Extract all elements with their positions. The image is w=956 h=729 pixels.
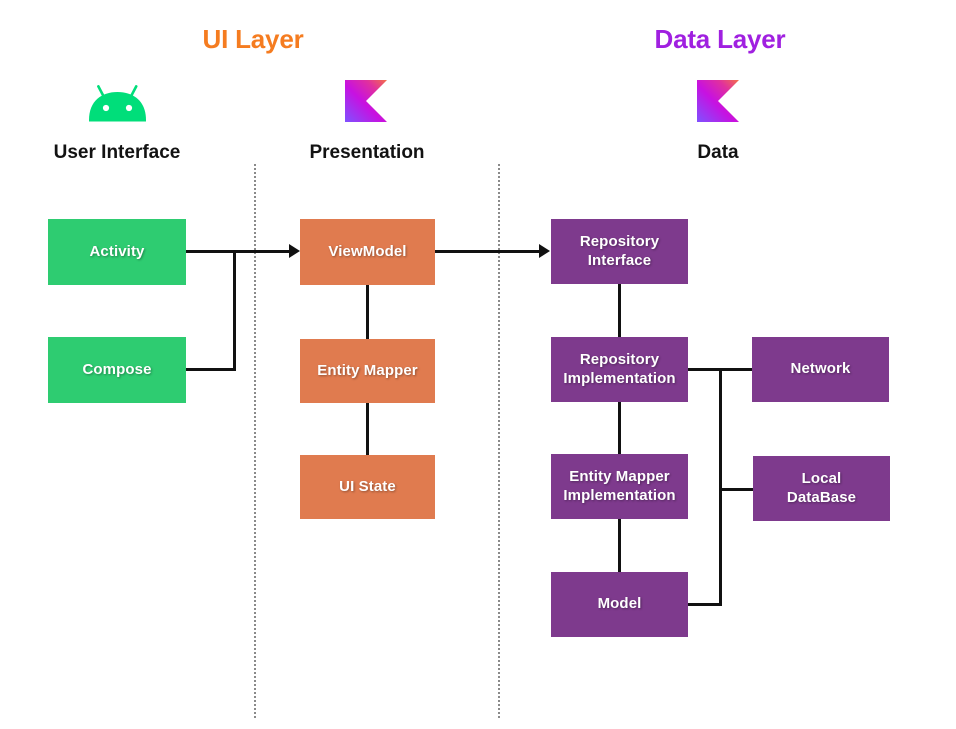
node-model-label: Model bbox=[597, 595, 642, 613]
node-local-database-line2: DataBase bbox=[786, 488, 857, 506]
node-repository-implementation-line2: Implementation bbox=[563, 369, 676, 387]
node-local-database-label: Local DataBase bbox=[787, 470, 856, 508]
node-repository-interface-line2: Interface bbox=[587, 251, 652, 269]
node-ui-state[interactable]: UI State bbox=[300, 455, 435, 519]
column-header-user-interface: User Interface bbox=[53, 142, 181, 163]
divider-presentation-data bbox=[498, 164, 500, 718]
node-compose-label: Compose bbox=[82, 360, 152, 378]
connector-viewmodel-to-repository-interface bbox=[435, 250, 539, 253]
node-compose[interactable]: Compose bbox=[48, 337, 186, 403]
column-header-presentation: Presentation bbox=[309, 142, 425, 163]
node-repository-interface-line1: Repository bbox=[579, 232, 660, 250]
kotlin-icon bbox=[345, 80, 387, 122]
node-repository-interface-label: Repository Interface bbox=[580, 233, 659, 271]
node-entity-mapper-implementation-line1: Entity Mapper bbox=[569, 467, 670, 485]
connector-data-vertical-bus bbox=[719, 368, 722, 606]
node-entity-mapper-label: Entity Mapper bbox=[317, 361, 418, 379]
android-icon bbox=[89, 84, 146, 122]
node-entity-mapper[interactable]: Entity Mapper bbox=[300, 339, 435, 403]
connector-bus-to-local-database bbox=[719, 488, 755, 491]
node-viewmodel-label: ViewModel bbox=[328, 242, 407, 260]
node-ui-state-label: UI State bbox=[339, 477, 396, 495]
node-activity[interactable]: Activity bbox=[48, 219, 186, 285]
node-repository-implementation[interactable]: Repository Implementation bbox=[551, 337, 688, 402]
node-local-database[interactable]: Local DataBase bbox=[753, 456, 890, 521]
node-entity-mapper-implementation-line2: Implementation bbox=[563, 486, 676, 504]
connector-compose-to-bus bbox=[186, 368, 236, 371]
node-network[interactable]: Network bbox=[752, 337, 889, 402]
connector-bus-to-viewmodel bbox=[233, 250, 290, 253]
node-model[interactable]: Model bbox=[551, 572, 688, 637]
node-repository-interface[interactable]: Repository Interface bbox=[551, 219, 688, 284]
data-layer-title: Data Layer bbox=[654, 24, 786, 54]
connector-repository-interface-to-implementation bbox=[618, 284, 621, 337]
connector-entity-mapper-impl-to-model bbox=[618, 519, 621, 572]
connector-entity-mapper-to-ui-state bbox=[366, 401, 369, 457]
divider-ui-presentation bbox=[254, 164, 256, 718]
connector-viewmodel-to-entity-mapper bbox=[366, 283, 369, 340]
arrow-head-to-viewmodel bbox=[289, 244, 300, 258]
node-viewmodel[interactable]: ViewModel bbox=[300, 219, 435, 285]
connector-ui-vertical-bus bbox=[233, 250, 236, 370]
kotlin-icon bbox=[697, 80, 739, 122]
connector-model-to-bus bbox=[686, 603, 722, 606]
arrow-head-to-repository-interface bbox=[539, 244, 550, 258]
node-activity-label: Activity bbox=[89, 242, 145, 260]
node-local-database-line1: Local bbox=[801, 469, 842, 487]
column-header-data: Data bbox=[697, 142, 739, 163]
node-entity-mapper-implementation[interactable]: Entity Mapper Implementation bbox=[551, 454, 688, 519]
connector-activity-to-viewmodel bbox=[186, 250, 236, 253]
node-entity-mapper-implementation-label: Entity Mapper Implementation bbox=[563, 468, 675, 506]
connector-repository-implementation-to-entity-mapper-impl bbox=[618, 402, 621, 454]
ui-layer-title: UI Layer bbox=[202, 24, 304, 54]
node-repository-implementation-line1: Repository bbox=[579, 350, 660, 368]
node-repository-implementation-label: Repository Implementation bbox=[563, 351, 675, 389]
node-network-label: Network bbox=[790, 360, 851, 378]
